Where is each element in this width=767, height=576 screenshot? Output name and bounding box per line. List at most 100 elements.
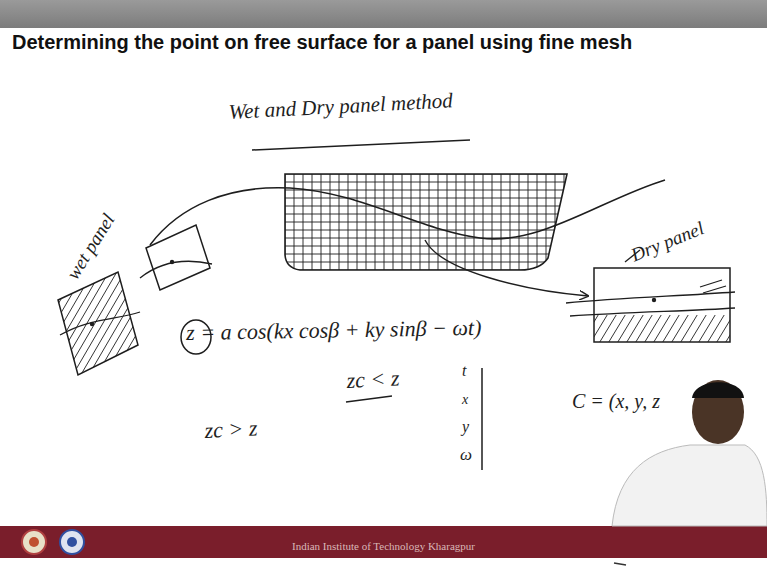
slide-title: Determining the point on free surface fo… (12, 31, 632, 54)
mesh-line (510, 170, 511, 275)
mesh-line (465, 170, 466, 275)
condition: zc > z (204, 415, 258, 444)
hatch-line (652, 315, 672, 342)
wave-line (566, 292, 735, 303)
hatch-line (661, 315, 681, 342)
wave-profile (150, 180, 665, 245)
mesh-line (429, 170, 430, 275)
stroke-mark (703, 286, 726, 293)
mesh-line (393, 170, 394, 275)
mesh-line (321, 170, 322, 275)
panel (146, 225, 210, 290)
hatch-line (88, 270, 158, 390)
hatch-line (598, 315, 618, 342)
mesh-line (280, 246, 570, 247)
underline (346, 396, 392, 402)
fine-mesh (280, 170, 570, 275)
mesh-line (280, 198, 570, 199)
wave-line (570, 308, 735, 316)
hatch-line (0, 270, 70, 390)
mesh-line (384, 170, 385, 275)
hatch-line (120, 270, 190, 390)
mesh-line (280, 230, 570, 231)
dry-panel (594, 268, 730, 342)
hatch-line (96, 270, 166, 390)
mark (614, 563, 626, 565)
mesh-line (519, 170, 520, 275)
mesh-line (402, 170, 403, 275)
panel-label: wet panel (62, 210, 120, 284)
arrow (425, 240, 588, 296)
mesh-line (447, 170, 448, 275)
hull-outline (285, 174, 567, 270)
stroke-mark (700, 280, 722, 287)
centroid-dot (652, 298, 656, 302)
logo (22, 530, 46, 554)
top-bar (0, 0, 767, 28)
divider-line (481, 368, 483, 470)
mesh-line (537, 170, 538, 275)
mesh-line (501, 170, 502, 275)
mesh-line (280, 206, 570, 207)
mesh-line (366, 170, 367, 275)
mesh-line (280, 222, 570, 223)
mesh-line (492, 170, 493, 275)
footer-bar (0, 526, 767, 558)
mesh-line (348, 170, 349, 275)
centroid-dot (90, 322, 94, 326)
mesh-line (280, 190, 570, 191)
hatch-line (112, 270, 182, 390)
mesh-line (294, 170, 295, 275)
mesh-line (474, 170, 475, 275)
logo (29, 537, 39, 547)
presenter-hair (692, 382, 744, 398)
mesh-line (330, 170, 331, 275)
hatch-line (706, 315, 726, 342)
coordinate-note: C = (x, y, z (572, 390, 660, 413)
panel-label: Dry panel (628, 217, 707, 266)
mesh-line (280, 214, 570, 215)
hatch-line (724, 315, 730, 342)
mesh-line (357, 170, 358, 275)
mesh-line (375, 170, 376, 275)
centroid-dot (170, 260, 174, 264)
underline (252, 140, 470, 150)
hatch-line (607, 315, 627, 342)
presenter-body (612, 445, 767, 526)
wave-line (140, 261, 212, 278)
handwritten-heading: Wet and Dry panel method (228, 88, 453, 125)
hatch-line (688, 315, 708, 342)
variable-name: x (462, 392, 468, 408)
hatch-line (679, 315, 699, 342)
mesh-line (280, 182, 570, 183)
condition: zc < z (346, 365, 400, 394)
hatch-line (80, 270, 150, 390)
mesh-line (483, 170, 484, 275)
mesh-line (280, 262, 570, 263)
hatch-line (616, 315, 636, 342)
hatch-line (625, 315, 645, 342)
hatch-line (634, 315, 654, 342)
variable-name: ω (460, 445, 472, 465)
mesh-line (312, 170, 313, 275)
logo (67, 537, 77, 547)
variable-name: t (462, 362, 466, 380)
hatch-line (670, 315, 690, 342)
wave-line (60, 312, 140, 335)
mesh-line (438, 170, 439, 275)
mesh-line (528, 170, 529, 275)
mesh-line (411, 170, 412, 275)
logo (60, 530, 84, 554)
hatching (594, 315, 730, 342)
hatch-line (643, 315, 663, 342)
variable-name: y (462, 418, 469, 436)
mesh-line (339, 170, 340, 275)
hatch-line (697, 315, 717, 342)
mesh-line (456, 170, 457, 275)
mesh-line (303, 170, 304, 275)
mesh-line (280, 238, 570, 239)
presenter-head (692, 380, 744, 444)
hatch-line (594, 315, 609, 342)
